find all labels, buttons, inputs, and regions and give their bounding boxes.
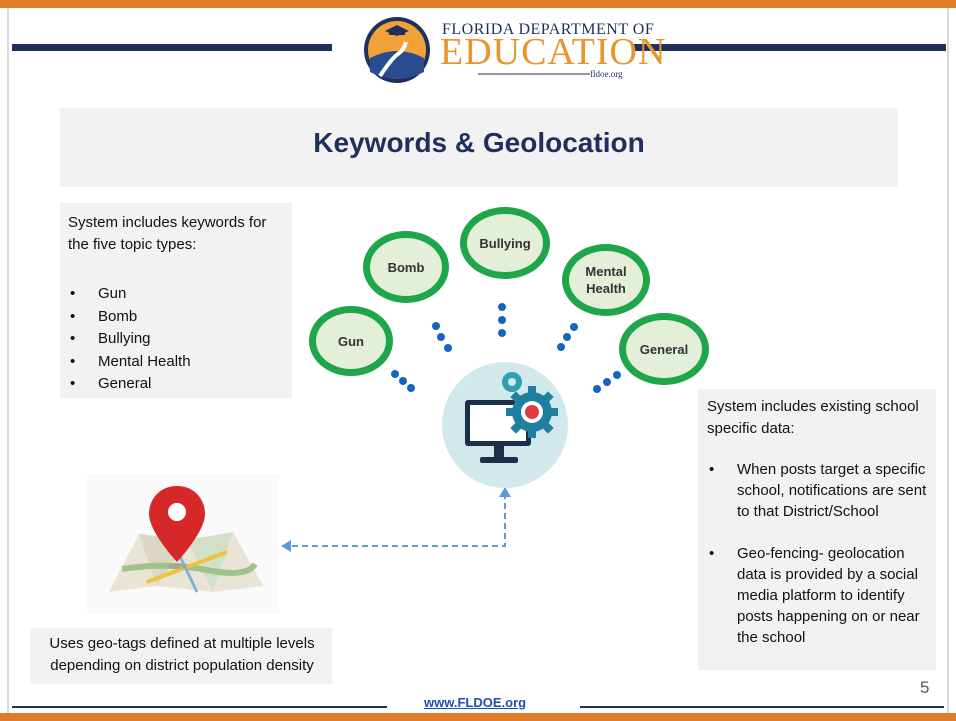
geo-caption-panel — [30, 628, 332, 684]
map-pin-icon — [87, 474, 279, 614]
logo-text-main: EDUCATION — [440, 31, 667, 73]
list-item: Bullying — [68, 328, 191, 351]
page-number: 5 — [920, 678, 930, 697]
right-border — [947, 8, 949, 713]
fldoe-logo — [358, 14, 626, 84]
computer-gear-icon — [442, 362, 568, 488]
footer-website-link[interactable]: www.FLDOE.org — [424, 695, 527, 710]
slide-title: Keywords & Geolocation — [313, 127, 645, 158]
header-rule-right — [632, 44, 946, 51]
bubble-bomb: Bomb — [363, 231, 449, 303]
list-item: When posts target a specific school, not… — [707, 459, 933, 522]
logo-text-top: FLORIDA DEPARTMENT OF — [442, 21, 655, 38]
geo-caption: Uses geo-tags defined at multiple levels… — [49, 635, 315, 674]
school-data-list: When posts target a specific school, not… — [707, 459, 933, 669]
list-item: General — [68, 373, 191, 396]
footer-rule-left — [12, 706, 387, 708]
top-accent-bar — [0, 0, 956, 8]
header-rule-left — [12, 44, 332, 51]
title-panel — [60, 108, 898, 187]
list-item: Gun — [68, 283, 191, 306]
list-item: Geo-fencing- geolocation data is provide… — [707, 543, 933, 648]
bubble-mental-health: Mental Health — [562, 244, 650, 316]
list-item: Bomb — [68, 306, 191, 329]
keywords-list: Gun Bomb Bullying Mental Health General — [68, 283, 191, 396]
list-item: Mental Health — [68, 351, 191, 374]
left-border — [7, 8, 9, 713]
keywords-intro: System includes keywords for the five to… — [68, 214, 267, 253]
footer-rule-right — [580, 706, 944, 708]
logo-text-url: fldoe.org — [590, 69, 623, 79]
bubble-gun: Gun — [309, 306, 393, 376]
bubble-general: General — [619, 313, 709, 385]
school-data-intro: System includes existing school specific… — [707, 398, 919, 437]
bottom-accent-bar — [0, 713, 956, 721]
bubble-bullying: Bullying — [460, 207, 550, 279]
